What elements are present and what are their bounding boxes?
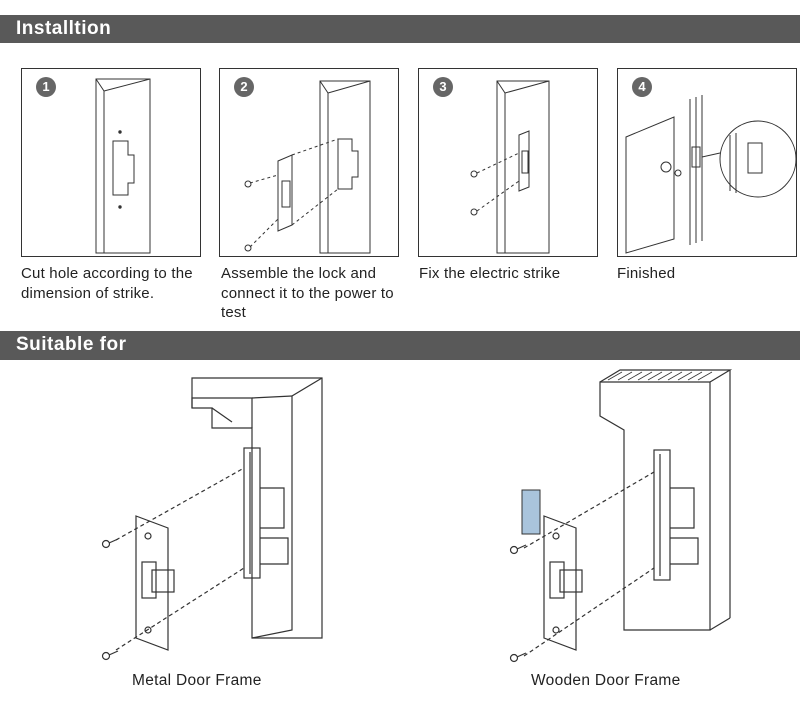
suitable-title: Suitable for: [16, 334, 127, 355]
wooden-frame-label: Wooden Door Frame: [531, 672, 681, 689]
step-4-caption: Finished: [617, 265, 676, 282]
step-4-badge: 4: [632, 77, 652, 97]
step-1-caption: Cut hole according to the dimension of s…: [21, 265, 193, 302]
wooden-door-frame-illustration: [509, 369, 733, 663]
step-2-illustration: [244, 80, 371, 254]
metal-door-frame-illustration: [101, 377, 323, 661]
installation-title: Installtion: [16, 18, 112, 39]
step-4-illustration: [625, 95, 797, 254]
installation-section-bar: Installtion: [0, 15, 800, 43]
step-2-panel: 2: [219, 68, 399, 257]
shim-highlight: [521, 489, 541, 535]
step-3-illustration: [470, 80, 550, 254]
metal-frame-label: Metal Door Frame: [132, 672, 262, 689]
suitable-section-bar: Suitable for: [0, 331, 800, 360]
step-3-caption: Fix the electric strike: [419, 265, 561, 282]
step-4-panel: 4: [617, 68, 797, 257]
step-3-badge: 3: [433, 77, 453, 97]
step-1-panel: 1: [21, 68, 201, 257]
step-3-panel: 3: [418, 68, 598, 257]
step-1-badge: 1: [36, 77, 56, 97]
step-2-caption: Assemble the lock and connect it to the …: [221, 265, 394, 321]
step-2-badge: 2: [234, 77, 254, 97]
step-1-illustration: [95, 78, 151, 254]
